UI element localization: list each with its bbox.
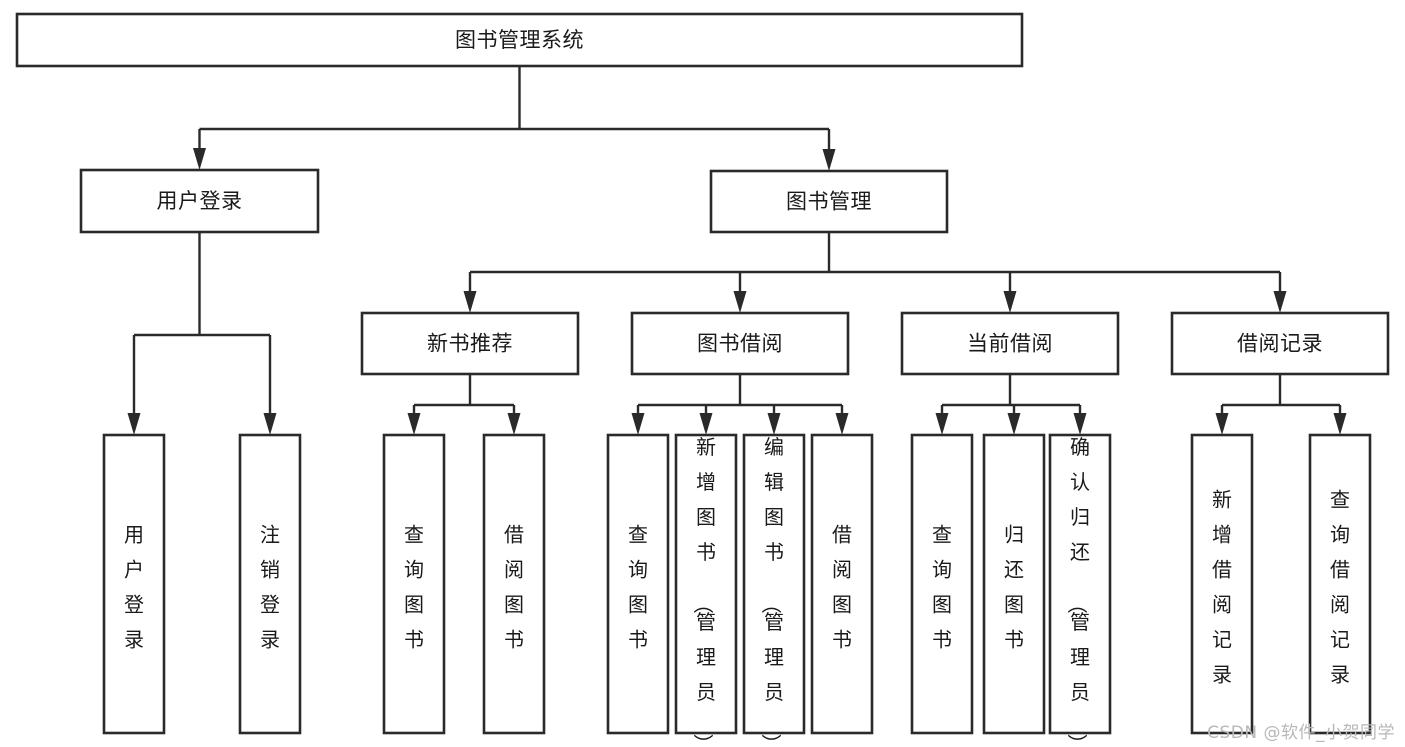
connector-layer xyxy=(127,66,1347,435)
arrow-head-icon xyxy=(1003,291,1017,313)
node-current-borrow[interactable]: 当前借阅 xyxy=(900,311,1120,376)
node-leaf-add-book-label: 新增图书（管理员） xyxy=(691,435,716,747)
arrow-head-icon xyxy=(835,413,849,435)
node-book-borrow-label: 图书借阅 xyxy=(697,332,783,356)
node-new-book-recommend[interactable]: 新书推荐 xyxy=(360,311,580,376)
node-leaf-logout[interactable]: 注销登录 xyxy=(238,433,302,735)
node-leaf-confirm-return[interactable]: 确认归还（管理员） xyxy=(1048,433,1112,747)
node-leaf-edit-book[interactable]: 编辑图书（管理员） xyxy=(742,433,806,747)
node-current-borrow-label: 当前借阅 xyxy=(967,332,1053,356)
node-book-manage-label: 图书管理 xyxy=(786,190,872,214)
connector-record-to-leaves xyxy=(1215,374,1347,435)
node-leaf-logout-label: 注销登录 xyxy=(260,522,280,651)
node-leaf-add-book-box[interactable] xyxy=(674,433,738,735)
node-layer: 图书管理系统用户登录图书管理新书推荐图书借阅当前借阅借阅记录用户登录注销登录查询… xyxy=(15,12,1390,747)
node-leaf-user-login[interactable]: 用户登录 xyxy=(102,433,166,735)
node-leaf-borrow-book-1[interactable]: 借阅图书 xyxy=(482,433,546,735)
node-leaf-borrow-book-2[interactable]: 借阅图书 xyxy=(810,433,874,735)
node-new-book-recommend-label: 新书推荐 xyxy=(427,332,513,356)
node-leaf-query-book-2-label: 查询图书 xyxy=(628,522,648,651)
node-book-borrow-box[interactable] xyxy=(630,311,850,376)
arrow-head-icon xyxy=(1333,413,1347,435)
node-book-manage-box[interactable] xyxy=(709,169,949,234)
node-leaf-borrow-book-2-box[interactable] xyxy=(810,433,874,735)
arrow-head-icon xyxy=(1215,413,1229,435)
node-leaf-query-record[interactable]: 查询借阅记录 xyxy=(1308,433,1372,735)
node-leaf-query-book-2-box[interactable] xyxy=(606,433,670,735)
arrow-head-icon xyxy=(733,291,747,313)
arrow-head-icon xyxy=(263,413,277,435)
node-leaf-edit-book-box[interactable] xyxy=(742,433,806,735)
node-leaf-borrow-book-1-label: 借阅图书 xyxy=(504,522,524,651)
node-leaf-return-book-box[interactable] xyxy=(982,433,1046,735)
node-leaf-add-record-box[interactable] xyxy=(1190,433,1254,735)
arrow-head-icon xyxy=(407,413,421,435)
node-book-borrow[interactable]: 图书借阅 xyxy=(630,311,850,376)
node-leaf-query-record-box[interactable] xyxy=(1308,433,1372,735)
arrow-head-icon xyxy=(631,413,645,435)
node-root-root[interactable]: 图书管理系统 xyxy=(15,12,1024,68)
node-borrow-record[interactable]: 借阅记录 xyxy=(1170,311,1390,376)
arrow-head-icon xyxy=(1273,291,1287,313)
node-leaf-return-book-label: 归还图书 xyxy=(1004,522,1024,651)
arrow-head-icon xyxy=(935,413,949,435)
node-root-root-label: 图书管理系统 xyxy=(455,28,584,52)
node-leaf-query-book-3-label: 查询图书 xyxy=(932,522,952,651)
node-current-borrow-box[interactable] xyxy=(900,311,1120,376)
arrow-head-icon xyxy=(193,148,206,170)
node-root-root-box[interactable] xyxy=(15,12,1024,68)
node-leaf-query-book-1-box[interactable] xyxy=(382,433,446,735)
node-borrow-record-box[interactable] xyxy=(1170,311,1390,376)
node-user-login-box[interactable] xyxy=(79,168,320,234)
arrow-head-icon xyxy=(507,413,521,435)
node-leaf-logout-box[interactable] xyxy=(238,433,302,735)
node-leaf-query-record-label: 查询借阅记录 xyxy=(1330,487,1350,686)
connector-recommend-to-leaves xyxy=(407,374,521,435)
node-leaf-add-record[interactable]: 新增借阅记录 xyxy=(1190,433,1254,735)
node-leaf-borrow-book-2-label: 借阅图书 xyxy=(832,522,852,651)
arrow-head-icon xyxy=(767,413,781,435)
node-leaf-query-book-1[interactable]: 查询图书 xyxy=(382,433,446,735)
node-borrow-record-label: 借阅记录 xyxy=(1237,332,1323,356)
node-leaf-query-book-2[interactable]: 查询图书 xyxy=(606,433,670,735)
arrow-head-icon xyxy=(463,291,477,313)
node-leaf-borrow-book-1-box[interactable] xyxy=(482,433,546,735)
arrow-head-icon xyxy=(822,149,836,171)
node-user-login-label: 用户登录 xyxy=(157,189,243,213)
connector-root-to-level2 xyxy=(193,66,836,171)
node-leaf-return-book[interactable]: 归还图书 xyxy=(982,433,1046,735)
node-book-manage[interactable]: 图书管理 xyxy=(709,169,949,234)
connector-borrow-to-leaves xyxy=(631,374,849,435)
connector-userlogin-to-leaves xyxy=(127,232,277,435)
node-user-login[interactable]: 用户登录 xyxy=(79,168,320,234)
node-leaf-user-login-box[interactable] xyxy=(102,433,166,735)
node-leaf-add-record-label: 新增借阅记录 xyxy=(1212,487,1232,686)
arrow-head-icon xyxy=(699,413,713,435)
node-new-book-recommend-box[interactable] xyxy=(360,311,580,376)
connector-current-to-leaves xyxy=(935,374,1087,435)
node-leaf-edit-book-label: 编辑图书（管理员） xyxy=(759,435,784,747)
node-leaf-confirm-return-label: 确认归还（管理员） xyxy=(1065,435,1090,747)
arrow-head-icon xyxy=(1007,413,1021,435)
arrow-head-icon xyxy=(1073,413,1087,435)
node-leaf-query-book-3[interactable]: 查询图书 xyxy=(910,433,974,735)
node-leaf-user-login-label: 用户登录 xyxy=(124,522,144,651)
connector-bookmanage-to-level3 xyxy=(463,232,1287,313)
node-leaf-query-book-3-box[interactable] xyxy=(910,433,974,735)
node-leaf-add-book[interactable]: 新增图书（管理员） xyxy=(674,433,738,747)
node-leaf-query-book-1-label: 查询图书 xyxy=(404,522,424,651)
node-leaf-confirm-return-box[interactable] xyxy=(1048,433,1112,735)
arrow-head-icon xyxy=(127,413,141,435)
